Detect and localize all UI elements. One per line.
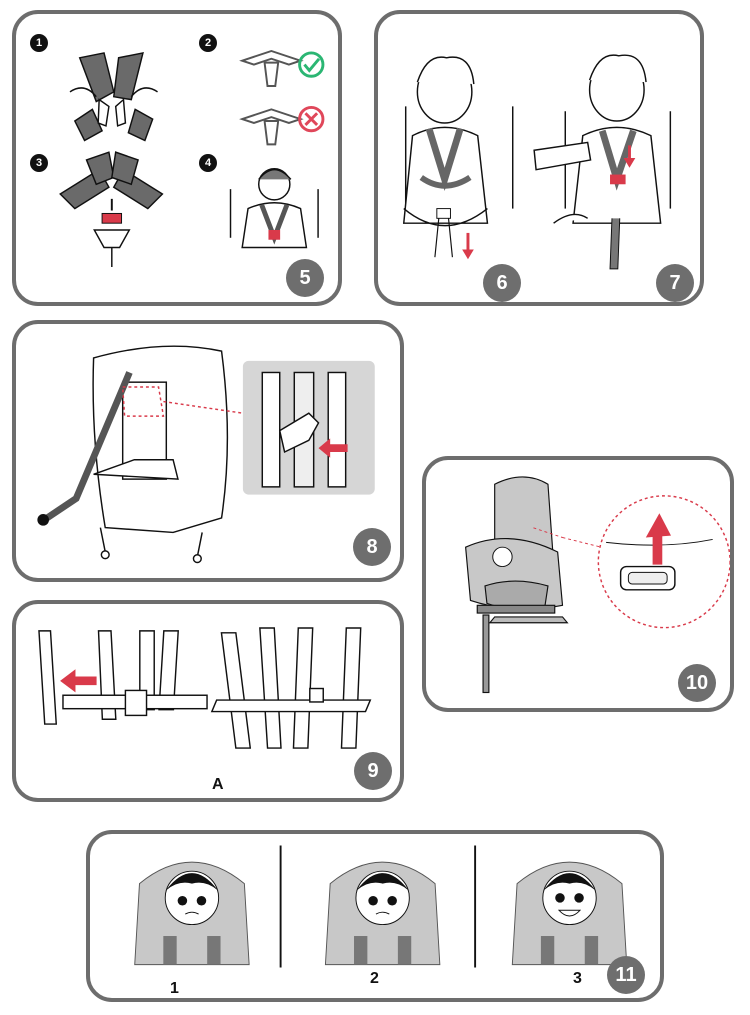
buckle-illustration	[59, 49, 325, 267]
substep-1: 1	[30, 34, 48, 52]
panel-step-5: 1 2 3 4 5	[12, 10, 342, 306]
substep-3: 3	[30, 154, 48, 172]
step-badge-10: 10	[678, 664, 716, 702]
panel-11-label-2: 2	[370, 970, 379, 987]
step-badge-9: 9	[354, 752, 392, 790]
check-icon	[298, 51, 325, 78]
step-badge-6: 6	[483, 264, 521, 302]
shoulder-strap-release-illustration	[37, 345, 375, 564]
harness-tighten-illustration	[402, 54, 672, 270]
panel-step-10: 10	[422, 456, 734, 712]
headrest-adjust-illustration	[465, 476, 730, 694]
cross-icon	[298, 105, 325, 133]
panel-step-8: 8	[12, 320, 404, 582]
headrest-height-check-illustration	[134, 845, 628, 968]
panel-9-caption: A	[212, 776, 224, 793]
substep-2: 2	[199, 34, 217, 52]
panel-step-6-7: 6 7	[374, 10, 704, 306]
panel-step-11: 1 2 3 11	[86, 830, 664, 1002]
step-badge-11: 11	[607, 956, 645, 994]
step-badge-5: 5	[286, 259, 324, 297]
harness-bar-illustration	[38, 627, 372, 749]
step-badge-8: 8	[353, 528, 391, 566]
substep-4: 4	[199, 154, 217, 172]
panel-11-label-3: 3	[573, 970, 582, 987]
panel-11-label-1: 1	[170, 980, 179, 997]
step-badge-7: 7	[656, 264, 694, 302]
panel-step-9: A 9	[12, 600, 404, 802]
